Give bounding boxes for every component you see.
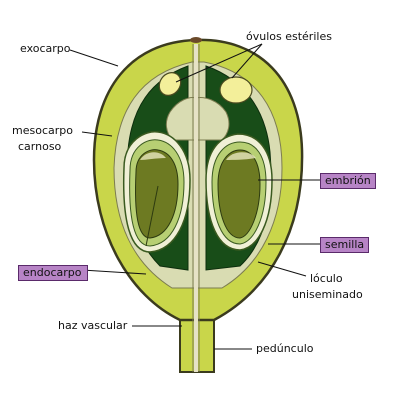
label-exocarpo: exocarpo (20, 42, 71, 55)
label-haz-vascular: haz vascular (58, 319, 128, 332)
label-carnoso: carnoso (18, 140, 62, 153)
label-semilla: semilla (320, 237, 370, 253)
label-loculo: lóculo (310, 272, 343, 285)
seed-right (205, 133, 273, 251)
label-pedunculo: pedúnculo (256, 342, 314, 355)
label-uniseminado: uniseminado (292, 288, 363, 301)
label-endocarpo: endocarpo (18, 265, 88, 281)
label-mesocarpo: mesocarpo (12, 124, 73, 137)
vascular-bundle (192, 44, 200, 372)
leader-lines (69, 43, 320, 350)
label-ovulos-esteriles: óvulos estériles (246, 30, 332, 43)
label-embrion: embrión (320, 173, 376, 189)
stylar-scar (190, 37, 202, 43)
sterile-ovule-left (158, 72, 182, 96)
sterile-ovule-right (219, 76, 253, 104)
seed-left (122, 131, 191, 253)
embryo-right (217, 149, 261, 239)
